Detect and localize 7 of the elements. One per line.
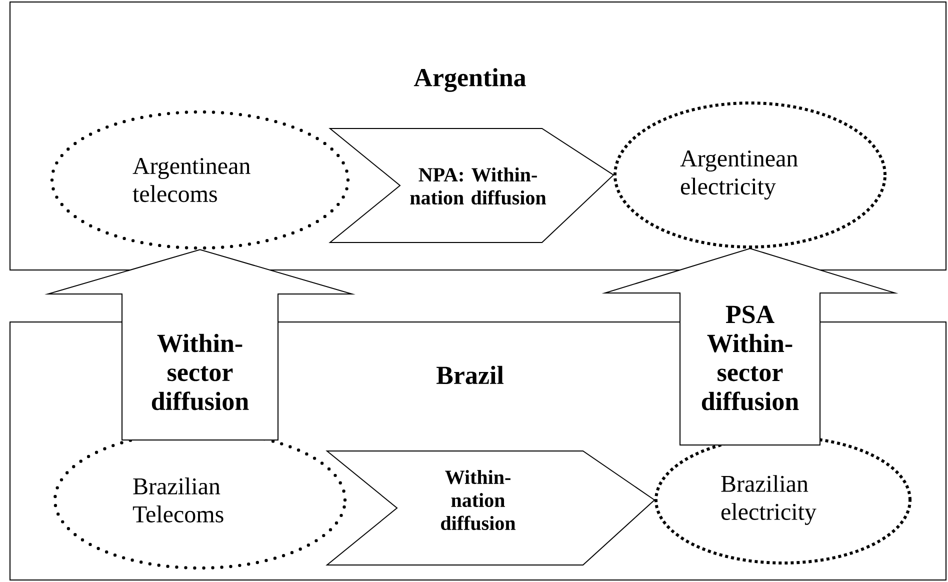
chevron-arrow	[328, 128, 614, 243]
chevron-arrow	[326, 450, 656, 566]
block-arrow	[44, 249, 356, 440]
block-arrow	[602, 248, 898, 446]
edge-label: NPA: Within-nation diffusion	[410, 167, 546, 205]
edge-label: Within-sector diffusion	[152, 334, 249, 410]
edge-label: Within-nation diffusion	[441, 470, 516, 530]
